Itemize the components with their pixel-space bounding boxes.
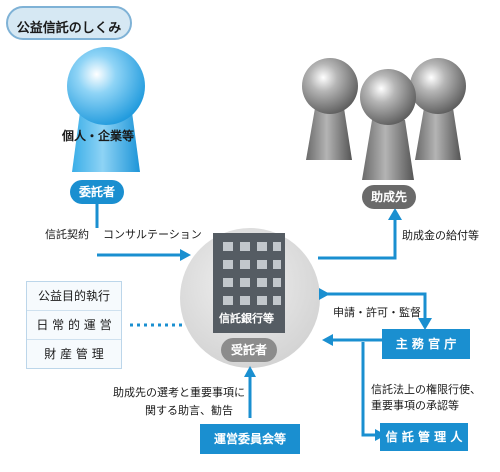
duty-item: 財 産 管 理 (44, 347, 104, 361)
page-title: 公益信託のしくみ (16, 21, 122, 36)
duties-box: 公益目的執行 日 常 的 運 営 財 産 管 理 (26, 281, 122, 369)
beneficiary-figures (302, 58, 466, 180)
manager-powers-label-2: 重要事項の承認等 (371, 399, 459, 412)
committee-label-1: 助成先の選考と重要事項に (113, 386, 245, 399)
entrustor-role-badge: 委託者 (70, 180, 124, 204)
trust-manager-box: 信 託 管 理 人 (380, 423, 468, 451)
entrustor-figure (67, 47, 145, 172)
contract-label: 信託契約 (45, 228, 89, 241)
title-badge: 公益信託のしくみ (6, 6, 132, 40)
manager-powers-label-1: 信託法上の権限行使、 (371, 383, 481, 396)
authority-box: 主 務 官 庁 (382, 329, 470, 359)
duty-item: 公益目的執行 (27, 282, 121, 311)
grant-label: 助成金の給付等 (402, 229, 479, 242)
committee-label-2: 関する助言、勧告 (145, 404, 233, 417)
consultation-label: コンサルテーション (103, 228, 202, 241)
application-label: 申請・許可・監督 (333, 306, 421, 319)
flow-arrows (95, 200, 427, 437)
trustee-name: 信託銀行等 (219, 312, 274, 325)
beneficiary-role-badge: 助成先 (362, 185, 416, 209)
committee-box: 運営委員会等 (200, 424, 300, 454)
duty-item: 日 常 的 運 営 (27, 311, 121, 340)
bank-circle (180, 228, 320, 368)
trustee-role-badge: 受託者 (221, 338, 277, 362)
entrustor-name: 個人・企業等 (62, 129, 135, 143)
